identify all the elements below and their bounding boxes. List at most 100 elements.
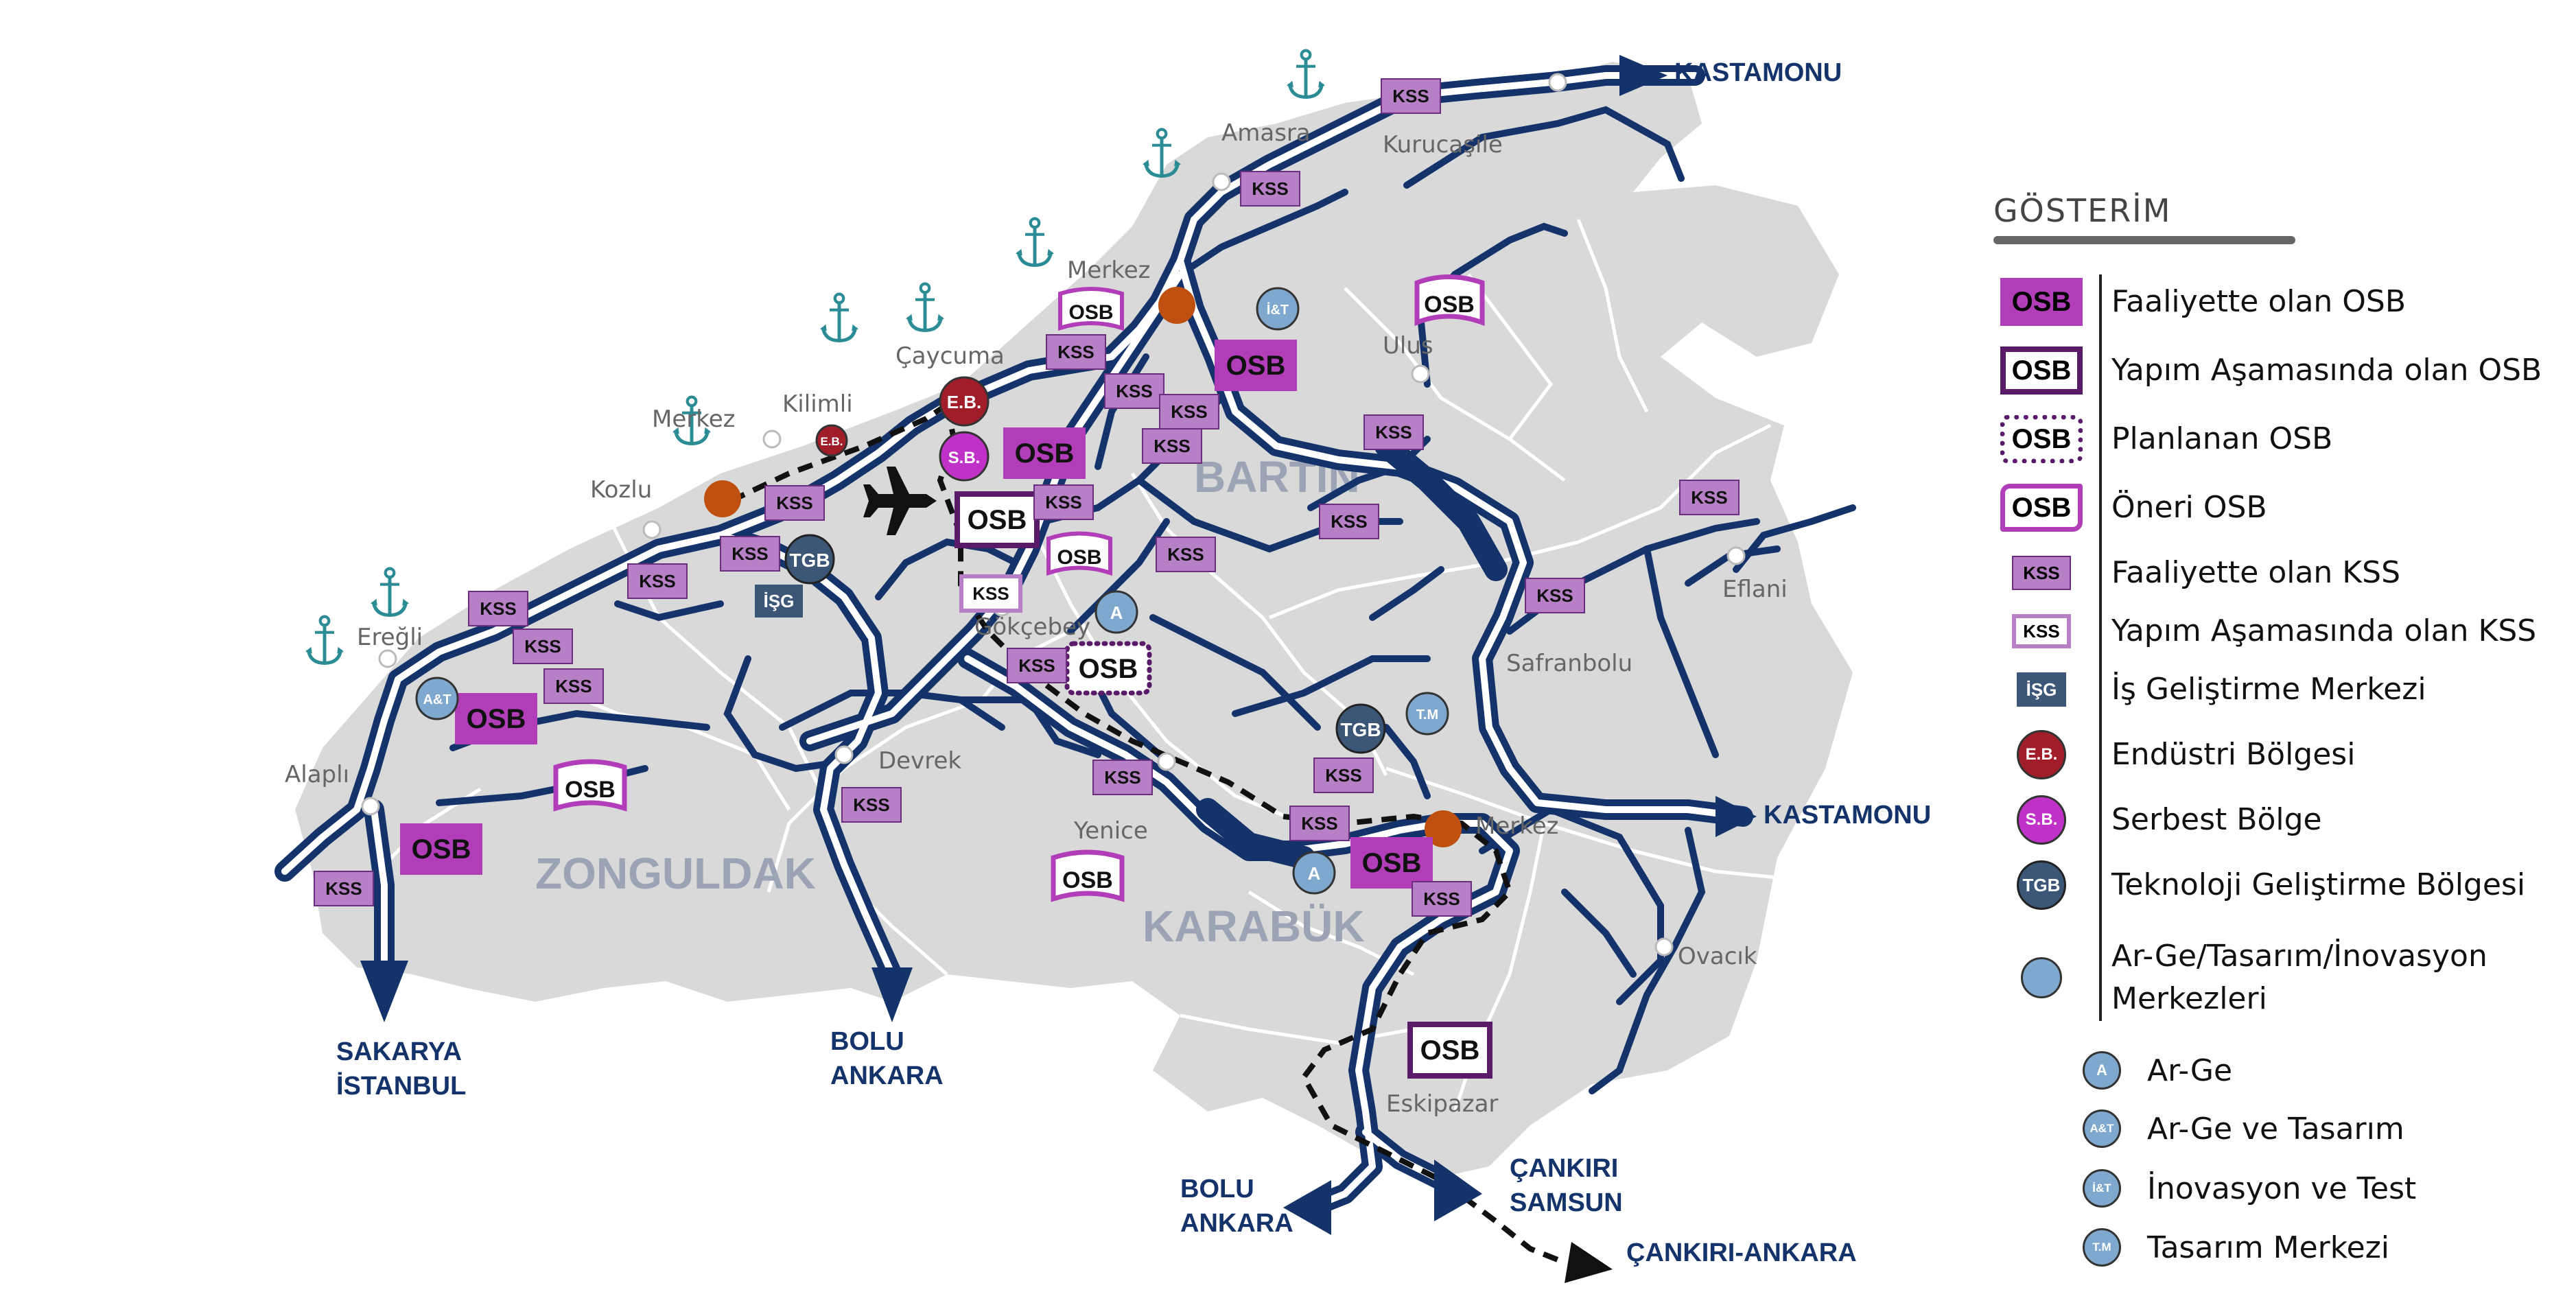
railway-arrowhead <box>1565 1242 1613 1283</box>
svg-text:A: A <box>1110 602 1123 623</box>
eb-icon: E.B. <box>2017 730 2066 779</box>
kss-active: KSS <box>1156 537 1216 572</box>
place-eregli: Ereğli <box>357 624 423 651</box>
business-center-isg: İŞG <box>755 585 803 618</box>
legend-item-active-osb: OSB Faaliyette olan OSB <box>1993 274 2406 329</box>
arrow-label-bolu: BOLU <box>830 1027 904 1056</box>
osb-active: OSB <box>455 693 537 744</box>
kss-active: KSS <box>1046 334 1106 370</box>
kss-active: KSS <box>1092 760 1153 795</box>
legend-label: Endüstri Bölgesi <box>2111 737 2356 772</box>
tgb-icon: TGB <box>2017 860 2066 910</box>
svg-text:KSS: KSS <box>1171 401 1207 422</box>
industrial-zone-eb: E.B. <box>939 376 990 427</box>
place-merkez-zonguldak: Merkez <box>652 406 735 433</box>
svg-text:KSS: KSS <box>1691 487 1727 508</box>
innovation-test-center: İ&T <box>1256 287 1300 331</box>
svg-text:KSS: KSS <box>1252 178 1288 199</box>
svg-text:KSS: KSS <box>1057 342 1094 362</box>
anchor-icon <box>906 284 944 331</box>
osb-active: OSB <box>400 823 482 875</box>
svg-text:KSS: KSS <box>555 676 592 696</box>
design-center-icon: T.M <box>2083 1228 2121 1267</box>
osb-proposed: OSB <box>1051 849 1125 902</box>
kss-active: KSS <box>1381 78 1441 114</box>
place-eskipazar: Eskipazar <box>1386 1090 1498 1118</box>
legend-label-line2: Merkezleri <box>2111 981 2267 1016</box>
town-dot <box>1212 172 1231 191</box>
kss-active: KSS <box>1142 428 1202 464</box>
svg-text:KSS: KSS <box>480 598 516 619</box>
legend-sub-label: İnovasyon ve Test <box>2147 1171 2417 1206</box>
anchor-icon <box>1143 130 1181 176</box>
legend-sub-label: Ar-Ge <box>2147 1053 2233 1088</box>
svg-text:OSB: OSB <box>1057 546 1101 569</box>
railway <box>729 402 1566 1265</box>
legend-item-active-kss: KSS Faaliyette olan KSS <box>1993 545 2400 600</box>
town-dot <box>642 520 661 539</box>
kss-active: KSS <box>1104 373 1164 409</box>
legend-subitem-it: İ&T İnovasyon ve Test <box>2083 1161 2416 1216</box>
kss-active: KSS <box>1525 578 1585 613</box>
svg-text:TGB: TGB <box>789 550 830 571</box>
arrow-label-samsun: SAMSUN <box>1510 1188 1623 1217</box>
arrow-label-cankiri: ÇANKIRI <box>1510 1154 1618 1183</box>
place-kurucasile: Kurucaşile <box>1383 131 1503 158</box>
arrow-label-ankara: ANKARA <box>830 1061 944 1090</box>
kss-active: KSS <box>1313 757 1374 793</box>
legend-label: Yapım Aşamasında olan OSB <box>2111 353 2542 388</box>
place-amasra: Amasra <box>1221 119 1311 147</box>
svg-text:KSS: KSS <box>1375 422 1412 443</box>
kss-active: KSS <box>314 871 374 906</box>
arrow-label-kastamonu-top: KASTAMONU <box>1674 58 1842 87</box>
kss-active: KSS <box>627 563 688 599</box>
arrow-label-sakarya: SAKARYA <box>336 1037 462 1066</box>
rd-center-a: A <box>1094 590 1138 634</box>
svg-text:OSB: OSB <box>1424 292 1475 318</box>
place-kozlu: Kozlu <box>590 476 652 504</box>
svg-text:KSS: KSS <box>1423 889 1460 909</box>
place-merkez-bartin: Merkez <box>1067 257 1150 284</box>
town-dot <box>834 745 854 764</box>
svg-text:OSB: OSB <box>467 704 526 734</box>
place-safranbolu: Safranbolu <box>1506 650 1632 677</box>
legend-label-line1: Ar-Ge/Tasarım/İnovasyon <box>2111 939 2487 974</box>
svg-text:OSB: OSB <box>968 505 1027 535</box>
town-dot <box>1726 546 1746 565</box>
legend-label: Planlanan OSB <box>2111 421 2333 456</box>
osb-under-construction: OSB <box>1407 1022 1492 1079</box>
arrow-label-bolu-2: BOLU <box>1180 1175 1254 1203</box>
svg-text:KSS: KSS <box>1536 585 1573 606</box>
legend-item-sb: S.B. Serbest Bölge <box>1993 792 2322 847</box>
osb-active: OSB <box>1350 837 1433 889</box>
svg-text:KSS: KSS <box>1104 767 1140 788</box>
svg-text:OSB: OSB <box>1079 654 1138 684</box>
place-eflani: Eflani <box>1722 576 1788 603</box>
rd-at-icon: A&T <box>2083 1109 2121 1148</box>
kss-active: KSS <box>1412 881 1472 917</box>
svg-text:OSB: OSB <box>565 777 616 803</box>
anchor-icon <box>1016 219 1054 266</box>
kss-active: KSS <box>1033 484 1094 520</box>
osb-active: OSB <box>1003 427 1086 479</box>
legend-sub-label: Ar-Ge ve Tasarım <box>2147 1111 2404 1147</box>
svg-text:KSS: KSS <box>1045 492 1081 513</box>
kss-active: KSS <box>720 536 780 572</box>
kss-construction-icon: KSS <box>2012 614 2071 648</box>
kss-active: KSS <box>1363 414 1424 450</box>
place-yenice: Yenice <box>1073 817 1148 845</box>
legend-title-underline <box>1993 236 2295 244</box>
place-ulus: Ulus <box>1383 332 1433 360</box>
legend-subitem-a: A Ar-Ge <box>2083 1043 2232 1098</box>
town-dot <box>361 797 380 816</box>
kss-active: KSS <box>1007 648 1067 683</box>
kss-active: KSS <box>764 485 825 521</box>
svg-text:KSS: KSS <box>1301 813 1337 834</box>
town-dot <box>1654 937 1674 956</box>
svg-text:OSB: OSB <box>1068 301 1113 324</box>
tech-zone-tgb: TGB <box>784 534 835 585</box>
legend-sub-label: Tasarım Merkezi <box>2147 1230 2390 1265</box>
arrowheads <box>360 55 1757 1235</box>
anchor-icon <box>371 569 409 615</box>
